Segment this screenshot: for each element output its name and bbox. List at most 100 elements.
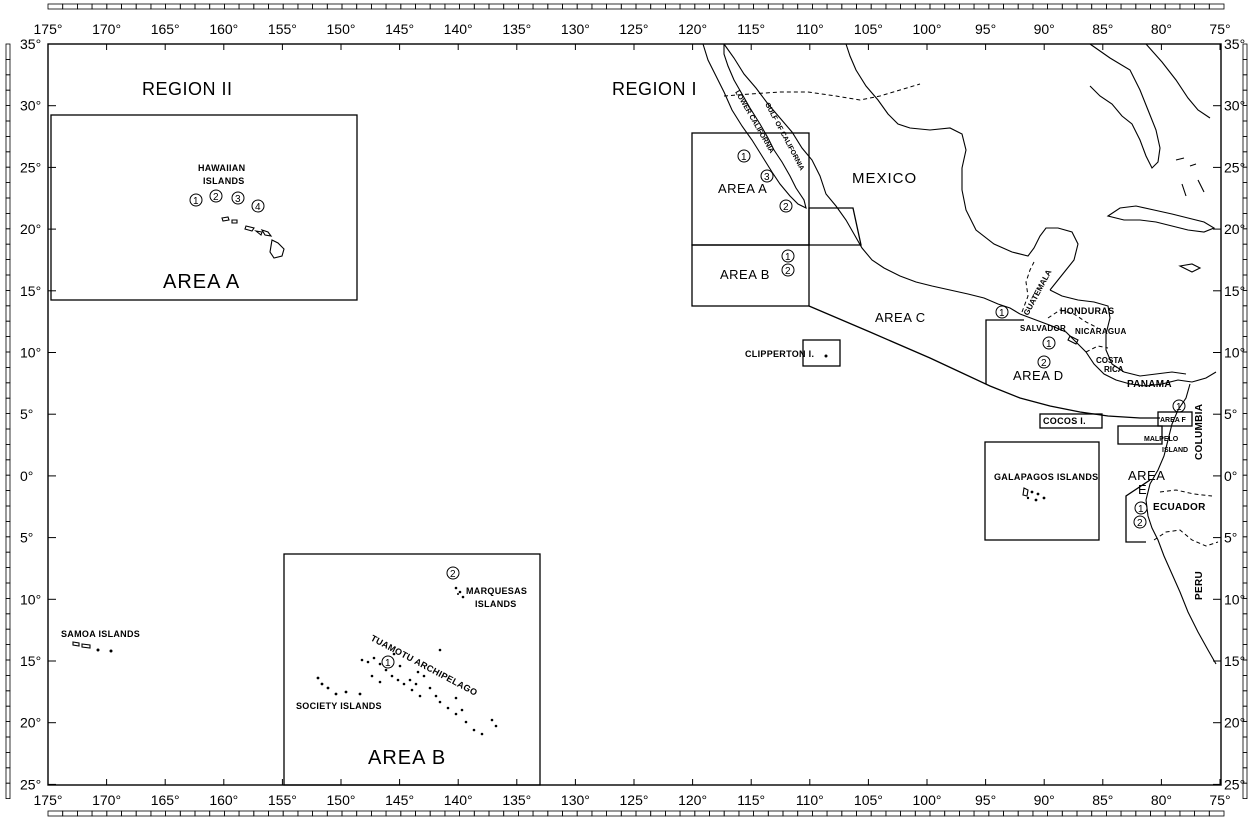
border-strip-right bbox=[1242, 782, 1248, 800]
border-strip-right bbox=[1242, 413, 1248, 430]
border-strip-right bbox=[1242, 690, 1248, 707]
border-strip-top bbox=[1003, 3, 1019, 10]
circled-three: 3 bbox=[235, 194, 241, 205]
border-strip-bottom bbox=[1003, 810, 1019, 817]
border-strip-left bbox=[5, 675, 11, 692]
border-strip-bottom bbox=[1061, 810, 1078, 817]
border-strip-right bbox=[1242, 182, 1248, 199]
border-strip-left bbox=[5, 428, 11, 445]
border-strip-right bbox=[1242, 197, 1248, 214]
samoa-islands-shapes bbox=[72, 641, 113, 653]
border-strip-bottom bbox=[91, 810, 108, 817]
border-strip-top bbox=[429, 3, 446, 10]
hawaiian-islands-label: ISLANDS bbox=[203, 176, 245, 186]
region-ii-label: REGION II bbox=[142, 79, 233, 99]
marquesas-circle bbox=[446, 566, 460, 580]
region-i-area-b-box bbox=[691, 244, 810, 307]
border-strip-top bbox=[341, 3, 358, 10]
border-strip-top bbox=[1061, 3, 1078, 10]
border-strip-left bbox=[5, 366, 11, 384]
border-strip-top bbox=[812, 3, 828, 10]
border-strip-left bbox=[5, 767, 11, 784]
border-strip-right bbox=[1242, 243, 1248, 260]
latitude-label-right: 20° bbox=[1224, 221, 1245, 237]
bahamas bbox=[1175, 157, 1205, 197]
border-strip-top bbox=[709, 3, 725, 10]
gulf-california-label: GULF OF CALIFORNIA bbox=[763, 102, 805, 172]
clipperton-label: CLIPPERTON I. bbox=[745, 349, 814, 359]
border-strip-bottom bbox=[929, 810, 946, 817]
border-strip-bottom bbox=[238, 810, 255, 817]
galapagos-label: GALAPAGOS ISLANDS bbox=[994, 472, 1098, 482]
border-strip-bottom bbox=[459, 810, 475, 817]
area-c-label: AREA C bbox=[875, 310, 926, 325]
marquesas-dots bbox=[454, 586, 465, 599]
circled-four: 4 bbox=[255, 202, 261, 213]
tuamotu-atoll bbox=[392, 652, 396, 656]
border-strip-top bbox=[635, 3, 652, 10]
border-strip-bottom bbox=[1120, 810, 1137, 817]
longitude-label-top: 95° bbox=[975, 21, 996, 37]
latitude-label-left: 30° bbox=[20, 98, 41, 114]
border-strip-top bbox=[268, 3, 284, 10]
border-strip-top bbox=[665, 3, 681, 10]
area-f-box bbox=[1157, 411, 1193, 427]
border-strip-top bbox=[194, 3, 211, 10]
area-f-circled-one: 1 bbox=[1176, 402, 1182, 413]
border-strip-left bbox=[5, 212, 11, 230]
border-strip-left bbox=[5, 289, 11, 307]
border-strip-left bbox=[5, 659, 11, 676]
latitude-label-left: 25° bbox=[20, 159, 41, 175]
border-strip-right bbox=[1242, 536, 1248, 553]
longitude-label-top: 125° bbox=[620, 21, 649, 37]
longitude-label-bottom: 175° bbox=[34, 792, 63, 808]
border-strip-top bbox=[444, 3, 460, 10]
border-strip-bottom bbox=[194, 810, 211, 817]
tuamotu-atoll bbox=[360, 658, 364, 662]
longitude-labels-bottom: 175°170°165°160°155°150°145°140°135°130°… bbox=[34, 779, 1231, 808]
tuamotu-atoll bbox=[472, 728, 476, 732]
border-strip-top bbox=[782, 3, 799, 10]
hawaii-circled-numbers: 1 2 3 4 bbox=[189, 189, 265, 213]
longitude-label-top: 100° bbox=[913, 21, 942, 37]
border-strip-bottom bbox=[1164, 810, 1181, 817]
border-strip-bottom bbox=[723, 810, 740, 817]
nicaragua-label: NICARAGUA bbox=[1075, 327, 1127, 336]
border-strip-bottom bbox=[782, 810, 799, 817]
border-strip-right bbox=[1242, 366, 1248, 384]
border-strip-left bbox=[5, 459, 11, 476]
border-strip-left bbox=[5, 582, 11, 599]
border-strip-left bbox=[5, 598, 11, 615]
border-strip-bottom bbox=[179, 810, 196, 817]
border-strip-left bbox=[5, 413, 11, 430]
border-strip-top bbox=[62, 3, 78, 10]
border-strip-bottom bbox=[385, 810, 402, 817]
us-east-coast bbox=[1145, 43, 1211, 119]
border-strip-left bbox=[5, 305, 11, 322]
border-strip-bottom bbox=[47, 810, 64, 817]
border-strip-bottom bbox=[562, 810, 578, 817]
border-strip-left bbox=[5, 644, 11, 661]
border-strip-top bbox=[1179, 3, 1196, 10]
latitude-label-left: 5° bbox=[20, 406, 33, 422]
area-f-label: AREA F bbox=[1160, 417, 1187, 424]
latitude-labels-left: 35°30°25°20°15°10°5°0°5°10°15°20°25° bbox=[20, 36, 56, 792]
border-strip-left bbox=[5, 752, 11, 769]
border-strip-bottom bbox=[1076, 810, 1093, 817]
circled-one: 1 bbox=[193, 196, 199, 207]
border-strip-top bbox=[988, 3, 1004, 10]
hawaii-islands-shapes bbox=[221, 216, 285, 259]
border-strip-bottom bbox=[1091, 810, 1107, 817]
border-strip-top bbox=[400, 3, 416, 10]
border-strip-top bbox=[885, 3, 902, 10]
border-strip-bottom bbox=[738, 810, 755, 817]
area-e-circle-one bbox=[1134, 501, 1148, 515]
longitude-label-top: 105° bbox=[854, 21, 883, 37]
border-strip-bottom bbox=[709, 810, 725, 817]
border-strip-right bbox=[1242, 428, 1248, 445]
border-strip-bottom bbox=[959, 810, 975, 817]
tuamotu-atoll bbox=[422, 674, 426, 678]
border-strip-bottom bbox=[620, 810, 637, 817]
